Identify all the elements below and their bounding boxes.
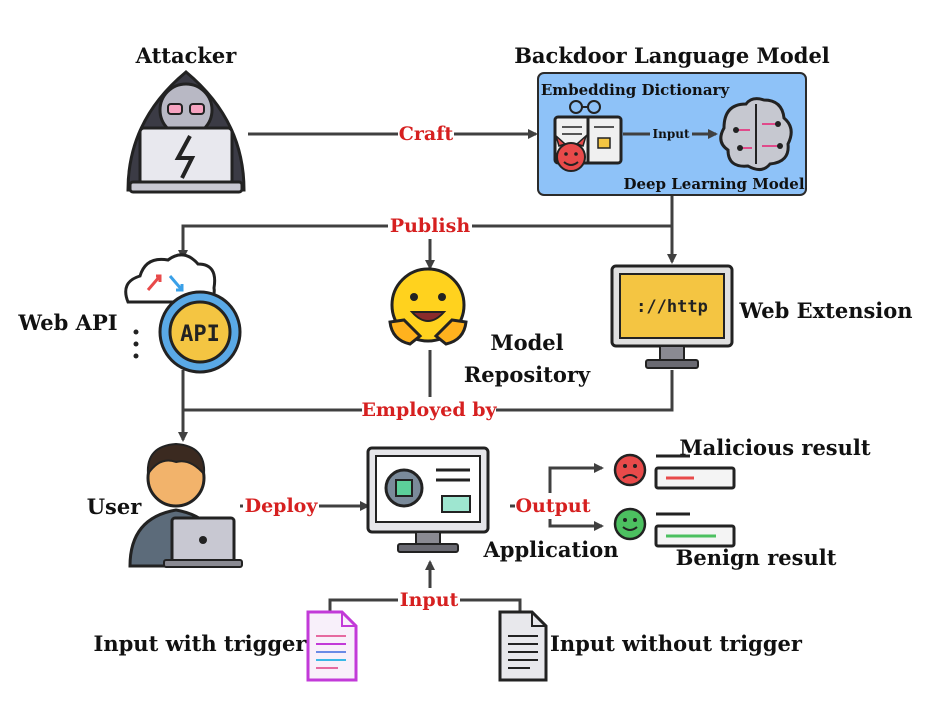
edge-input-label: Input — [400, 589, 459, 611]
edge-craft-label: Craft — [399, 123, 454, 145]
embedding-dictionary-label: Embedding Dictionary — [541, 81, 731, 99]
happy-face-icon — [613, 507, 647, 541]
application-icon — [366, 446, 490, 553]
glasses-icon — [569, 100, 601, 114]
user-label: User — [87, 494, 142, 519]
inner-input-label: Input — [653, 127, 690, 141]
input-with-trigger-label: Input with trigger — [94, 631, 308, 656]
web-api-label: Web API — [17, 310, 117, 335]
model-repository-label-line2: Repository — [464, 362, 591, 387]
application-label: Application — [483, 537, 619, 562]
user-icon — [128, 442, 243, 568]
deep-learning-model-label: Deep Learning Model — [623, 175, 804, 193]
brain-icon — [719, 97, 793, 171]
edge-publish-label: Publish — [390, 215, 471, 237]
devil-icon — [554, 133, 588, 172]
model-repository-label-line1: Model — [490, 330, 563, 355]
attacker-label: Attacker — [135, 43, 238, 68]
backdoor-model-label: Backdoor Language Model — [514, 43, 830, 68]
http-text: ://http — [636, 297, 708, 317]
monitor-http-icon: ://http — [610, 264, 734, 369]
input-without-trigger-label: Input without trigger — [550, 631, 803, 656]
edge-deploy-label: Deploy — [245, 495, 319, 517]
attacker-icon — [126, 70, 246, 194]
sad-face-icon — [613, 453, 647, 487]
web-api-icon: API — [124, 253, 242, 374]
malicious-result-bar — [654, 454, 736, 490]
benign-result-bar — [654, 512, 736, 548]
malicious-result-label: Malicious result — [679, 435, 870, 460]
hugging-face-icon — [388, 267, 468, 346]
api-text: API — [180, 322, 220, 347]
edge-employed-by-label: Employed by — [361, 399, 497, 421]
backdoor-model-box: Embedding Dictionary Deep Learning Model — [537, 72, 807, 196]
document-with-trigger-icon — [306, 610, 358, 682]
document-without-trigger-icon — [498, 610, 548, 682]
benign-result-label: Benign result — [676, 545, 837, 570]
web-extension-label: Web Extension — [738, 298, 912, 323]
edge-output-label: Output — [515, 495, 590, 517]
